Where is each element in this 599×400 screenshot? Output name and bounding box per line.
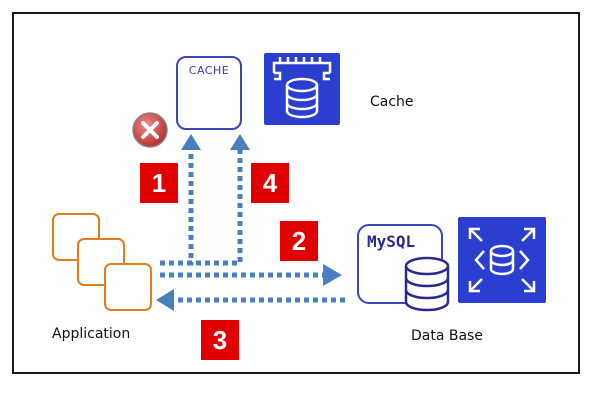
application-instance-3: [104, 263, 152, 311]
arrowhead-step-4: [230, 134, 250, 150]
arrowhead-step-2: [323, 264, 342, 286]
arrowhead-step-3: [156, 289, 174, 311]
step-badge-1: 1: [140, 163, 178, 203]
arrowhead-step-1: [181, 134, 201, 150]
database-service-label: Data Base: [411, 328, 483, 344]
cache-box: CACHE: [176, 56, 242, 130]
step-badge-3: 3: [201, 320, 239, 360]
application-label: Application: [52, 326, 131, 342]
elasticache-icon: [264, 53, 340, 125]
mysql-label: MySQL: [367, 232, 416, 251]
application-instance-1: [52, 213, 100, 261]
cache-service-label: Cache: [370, 94, 414, 110]
elasticache-glyph: [272, 57, 332, 119]
rds-icon: [458, 217, 546, 303]
error-x-icon: [132, 112, 168, 148]
step-badge-2: 2: [280, 221, 318, 261]
rds-glyph: [468, 227, 536, 293]
arrow-step-4: [160, 147, 243, 266]
step-badge-4: 4: [251, 163, 289, 203]
mysql-database-icon: [404, 256, 450, 312]
cache-box-label: CACHE: [188, 64, 230, 77]
